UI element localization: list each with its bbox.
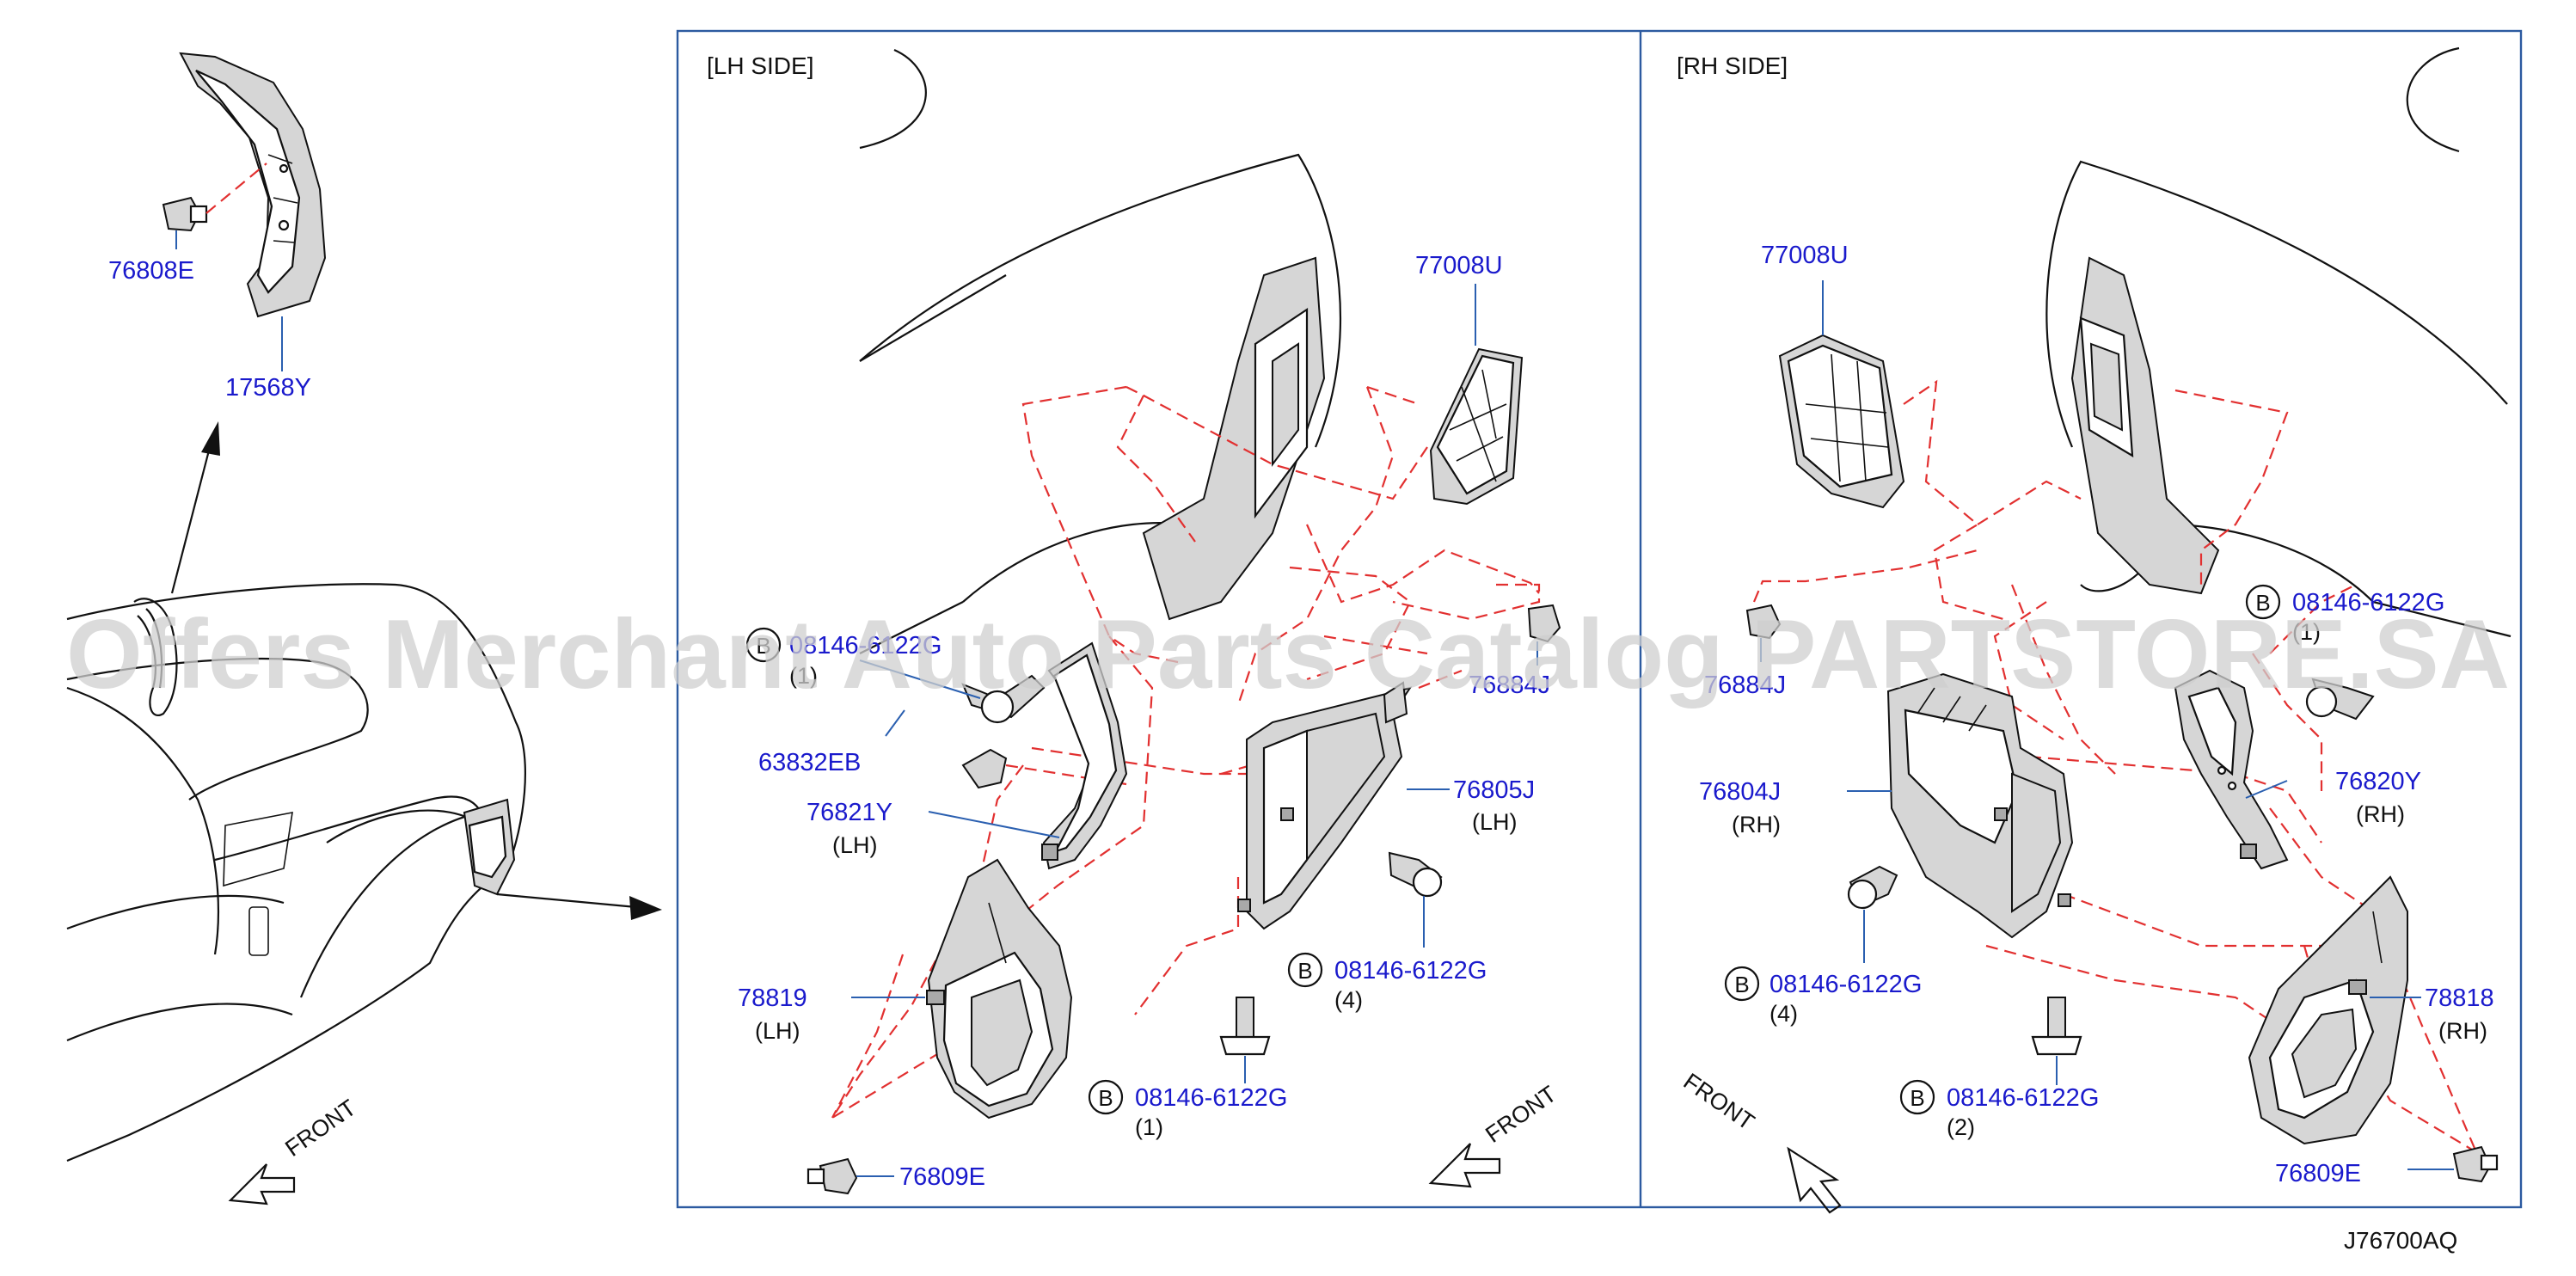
lh-part-08146-top-qty: (1) (789, 663, 818, 689)
rh-side-panel: 77008U 76884J (1679, 46, 2512, 1214)
clip-76884-rh-drawing (1745, 604, 1782, 662)
svg-text:B: B (756, 633, 770, 659)
bracket-76804j-drawing (1886, 672, 2074, 939)
vent-77008u-rh-drawing (1778, 334, 1905, 509)
svg-text:B: B (2255, 590, 2270, 616)
rh-part-08146-mid-qty: (4) (1769, 1001, 1798, 1027)
rh-part-76804j-label: 76804J (1699, 778, 1781, 806)
splash-guard-78819-drawing (926, 858, 1073, 1120)
bolt-b-icon-lh-mid: B (1287, 952, 1323, 988)
arrow-right-icon (629, 896, 662, 920)
rh-part-76820y-label: 76820Y (2335, 768, 2421, 795)
part-76808e-label: 76808E (108, 257, 194, 285)
lh-part-76809e-label: 76809E (899, 1163, 985, 1191)
lh-part-08146-bot-label: 08146-6122G (1135, 1084, 1287, 1112)
clip-76808e-drawing (162, 163, 267, 232)
lh-part-76805j-side: (LH) (1472, 809, 1518, 835)
rh-part-78818-side: (RH) (2438, 1018, 2487, 1044)
diagram-id: J76700AQ (2344, 1227, 2457, 1254)
bolt-b-icon-rh-top: B (2245, 584, 2281, 620)
lh-part-08146-mid-label: 08146-6122G (1334, 957, 1487, 985)
bolt-top-lh-drawing (961, 674, 1046, 724)
rh-part-76809e-label: 76809E (2275, 1160, 2361, 1187)
front-label-lh: FRONT (1481, 1081, 1561, 1148)
part-17568y-label: 17568Y (225, 374, 311, 402)
bolt-b-icon-lh-bottom: B (1088, 1079, 1124, 1115)
arrow-up-icon (201, 421, 220, 456)
clip-76809e-lh-drawing (807, 1157, 858, 1195)
clip-76884-lh-drawing (1527, 604, 1561, 666)
svg-text:B: B (1910, 1085, 1924, 1111)
front-label-overview: FRONT (280, 1095, 360, 1162)
rh-part-08146-mid-label: 08146-6122G (1769, 971, 1922, 998)
lh-part-78819-label: 78819 (738, 985, 807, 1012)
lh-part-63832eb-label: 63832EB (758, 749, 861, 776)
lh-part-08146-bot-qty: (1) (1135, 1114, 1163, 1140)
rh-part-78818-label: 78818 (2425, 985, 2494, 1012)
front-arrow-icon-rh: FRONT (1679, 1068, 1842, 1214)
rh-part-76884-label: 76884J (1704, 672, 1786, 699)
lh-part-08146-top-label: 08146-6122G (789, 632, 941, 659)
clip-76809e-rh-drawing (2452, 1145, 2499, 1183)
bolt-bottom-rh-drawing (2031, 997, 2082, 1056)
rh-part-08146-top-label: 08146-6122G (2292, 589, 2444, 617)
lh-part-76821y-label: 76821Y (807, 799, 892, 826)
front-label-rh: FRONT (1679, 1068, 1759, 1135)
vent-77008u-lh-drawing (1429, 347, 1524, 506)
car-body-outline (66, 583, 526, 1163)
bolt-mid-lh-drawing (1388, 851, 1443, 898)
lh-part-76821y-side: (LH) (832, 832, 878, 858)
lh-part-76884-label: 76884J (1469, 672, 1550, 699)
rh-part-76820y-side: (RH) (2356, 801, 2405, 827)
svg-text:B: B (1297, 958, 1312, 984)
lh-part-08146-mid-qty: (4) (1334, 987, 1363, 1013)
lh-side-header: [LH SIDE] (707, 52, 813, 79)
bracket-76821y-drawing (1041, 641, 1128, 870)
svg-text:B: B (1098, 1085, 1113, 1111)
svg-text:B: B (1734, 972, 1749, 997)
bolt-b-icon-rh-bottom: B (1899, 1079, 1935, 1115)
lh-part-76805j-label: 76805J (1453, 776, 1535, 804)
rh-part-08146-bot-qty: (2) (1947, 1114, 1975, 1140)
lh-side-panel: 77008U B 08146-6122G (1) (738, 48, 1561, 1195)
rh-part-08146-top-qty: (1) (2292, 619, 2321, 645)
bolt-bottom-lh-drawing (1219, 997, 1271, 1056)
bracket-76820y-drawing (2174, 669, 2289, 870)
lh-part-78819-side: (LH) (755, 1018, 800, 1044)
rh-side-header: [RH SIDE] (1677, 52, 1788, 79)
protector-17568y-drawing (179, 52, 327, 318)
front-arrow-icon-lh: FRONT (1428, 1081, 1561, 1188)
rh-part-77008u-label: 77008U (1761, 242, 1849, 269)
bolt-b-icon-rh-mid: B (1724, 966, 1760, 1002)
panels-frame (676, 29, 2523, 1209)
splash-guard-78818-drawing (2248, 875, 2408, 1145)
bolt-b-icon-lh-top: B (745, 627, 782, 663)
rh-part-76804j-side: (RH) (1732, 812, 1781, 837)
bracket-76805j-drawing (1237, 681, 1413, 930)
watermark-text: Offers Merchant Auto Parts Catalog PARTS… (66, 600, 2510, 709)
bolt-mid-rh-drawing (1847, 865, 1898, 910)
front-arrow-icon-overview: FRONT (228, 1095, 361, 1205)
lh-part-77008u-label: 77008U (1415, 252, 1503, 279)
bolt-top-rh-drawing (2305, 678, 2375, 721)
rh-part-08146-bot-label: 08146-6122G (1947, 1084, 2099, 1112)
